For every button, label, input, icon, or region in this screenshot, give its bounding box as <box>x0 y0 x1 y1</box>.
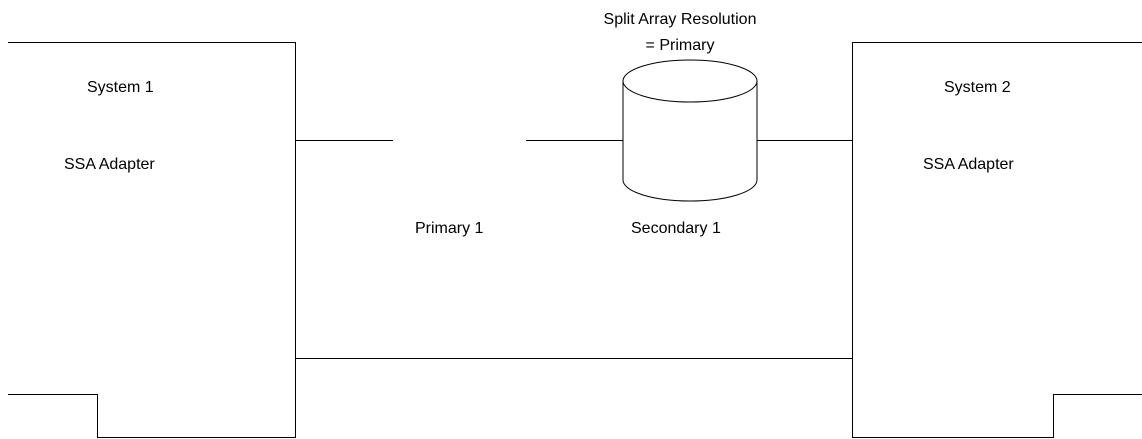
secondary-disk-icon <box>622 59 758 202</box>
primary-disk-label: Primary 1 <box>415 220 484 237</box>
system-1-title: System 1 <box>87 79 154 96</box>
system-1-box <box>8 42 296 438</box>
disk-body <box>622 81 758 202</box>
split-array-note-line1: Split Array Resolution <box>604 11 757 28</box>
secondary-disk-label: Secondary 1 <box>631 220 721 237</box>
system-1-adapter-label: SSA Adapter <box>64 156 155 173</box>
system-2-box <box>852 42 1142 438</box>
disk-top <box>622 59 758 103</box>
system-1-outline <box>8 42 296 438</box>
system-2-outline <box>852 42 1142 438</box>
system-2-title: System 2 <box>944 79 1011 96</box>
system-2-adapter-label: SSA Adapter <box>923 156 1014 173</box>
split-array-note-line2: = Primary <box>646 37 715 54</box>
